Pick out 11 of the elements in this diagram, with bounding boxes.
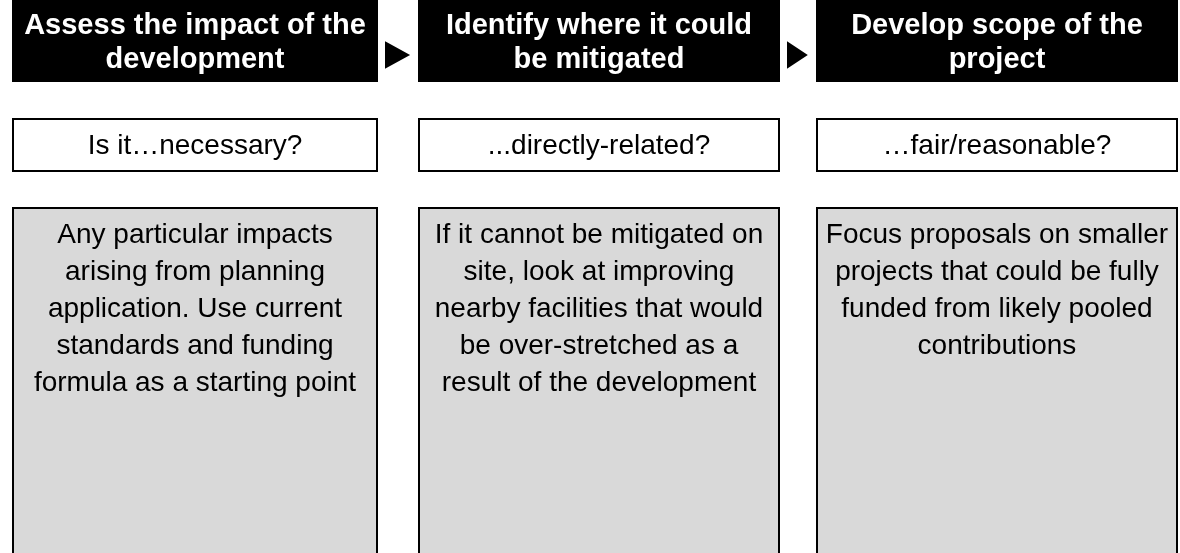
question-box: ...directly-related? bbox=[418, 118, 780, 172]
question-box: …fair/reasonable? bbox=[816, 118, 1178, 172]
description-box: If it cannot be mitigated on site, look at improving nearby facilities that would be over-stretched as a result of the development bbox=[418, 207, 780, 553]
question-box: Is it…necessary? bbox=[12, 118, 378, 172]
step-header-box: Identify where it could be mitigated bbox=[418, 0, 780, 82]
description-box: Focus proposals on smaller projects that could be fully funded from likely pooled contributions bbox=[816, 207, 1178, 553]
step-header-box: Assess the impact of the development bbox=[12, 0, 378, 82]
arrow bbox=[787, 41, 808, 69]
step-header-box: Develop scope of the project bbox=[816, 0, 1178, 82]
arrow bbox=[385, 41, 411, 69]
description-box: Any particular impacts arising from planning application. Use current standards and funding formula as a starting point bbox=[12, 207, 378, 553]
